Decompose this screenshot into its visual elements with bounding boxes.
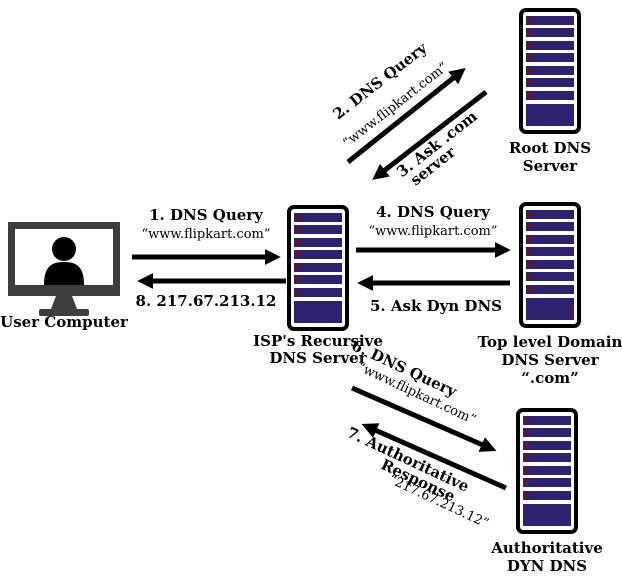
tld-server-label-line2: DNS Server xyxy=(501,351,599,369)
step1-title: 1. DNS Query xyxy=(149,206,264,224)
monitor-stand xyxy=(51,296,77,309)
step4-subtitle: “www.flipkart.com” xyxy=(368,224,497,239)
authoritative-dns-server-icon xyxy=(516,408,578,534)
step8-title: 8. 217.67.213.12 xyxy=(136,292,277,310)
isp-server-label-line2: DNS Server xyxy=(269,349,367,367)
tld-dns-server-icon xyxy=(519,202,581,328)
arrow-step7 xyxy=(361,423,508,491)
step1-subtitle: “www.flipkart.com” xyxy=(141,227,270,242)
person-shoulders-icon xyxy=(44,262,84,285)
isp-server-label-line1: ISP's Recursive xyxy=(253,332,383,350)
root-server-label-line1: Root DNS xyxy=(509,139,591,157)
user-computer-label: User Computer xyxy=(0,313,129,331)
arrow-step6 xyxy=(351,385,497,452)
step4-title: 4. DNS Query xyxy=(376,203,491,221)
root-dns-server-icon xyxy=(519,8,581,134)
auth-server-label-line1: Authoritative xyxy=(490,539,603,557)
user-computer-icon xyxy=(8,222,120,316)
arrow-step3 xyxy=(372,90,488,180)
tld-server-label-line1: Top level Domain xyxy=(478,333,622,351)
root-server-label-line2: Server xyxy=(523,157,579,175)
monitor-base xyxy=(39,309,89,316)
arrow-step2 xyxy=(346,68,466,164)
person-head-icon xyxy=(52,237,76,261)
isp-recursive-dns-server-icon xyxy=(287,205,349,331)
auth-server-label-line2: DYN DNS xyxy=(507,557,587,575)
tld-server-label-line3: “.com” xyxy=(521,369,579,387)
step5-title: 5. Ask Dyn DNS xyxy=(370,297,502,315)
